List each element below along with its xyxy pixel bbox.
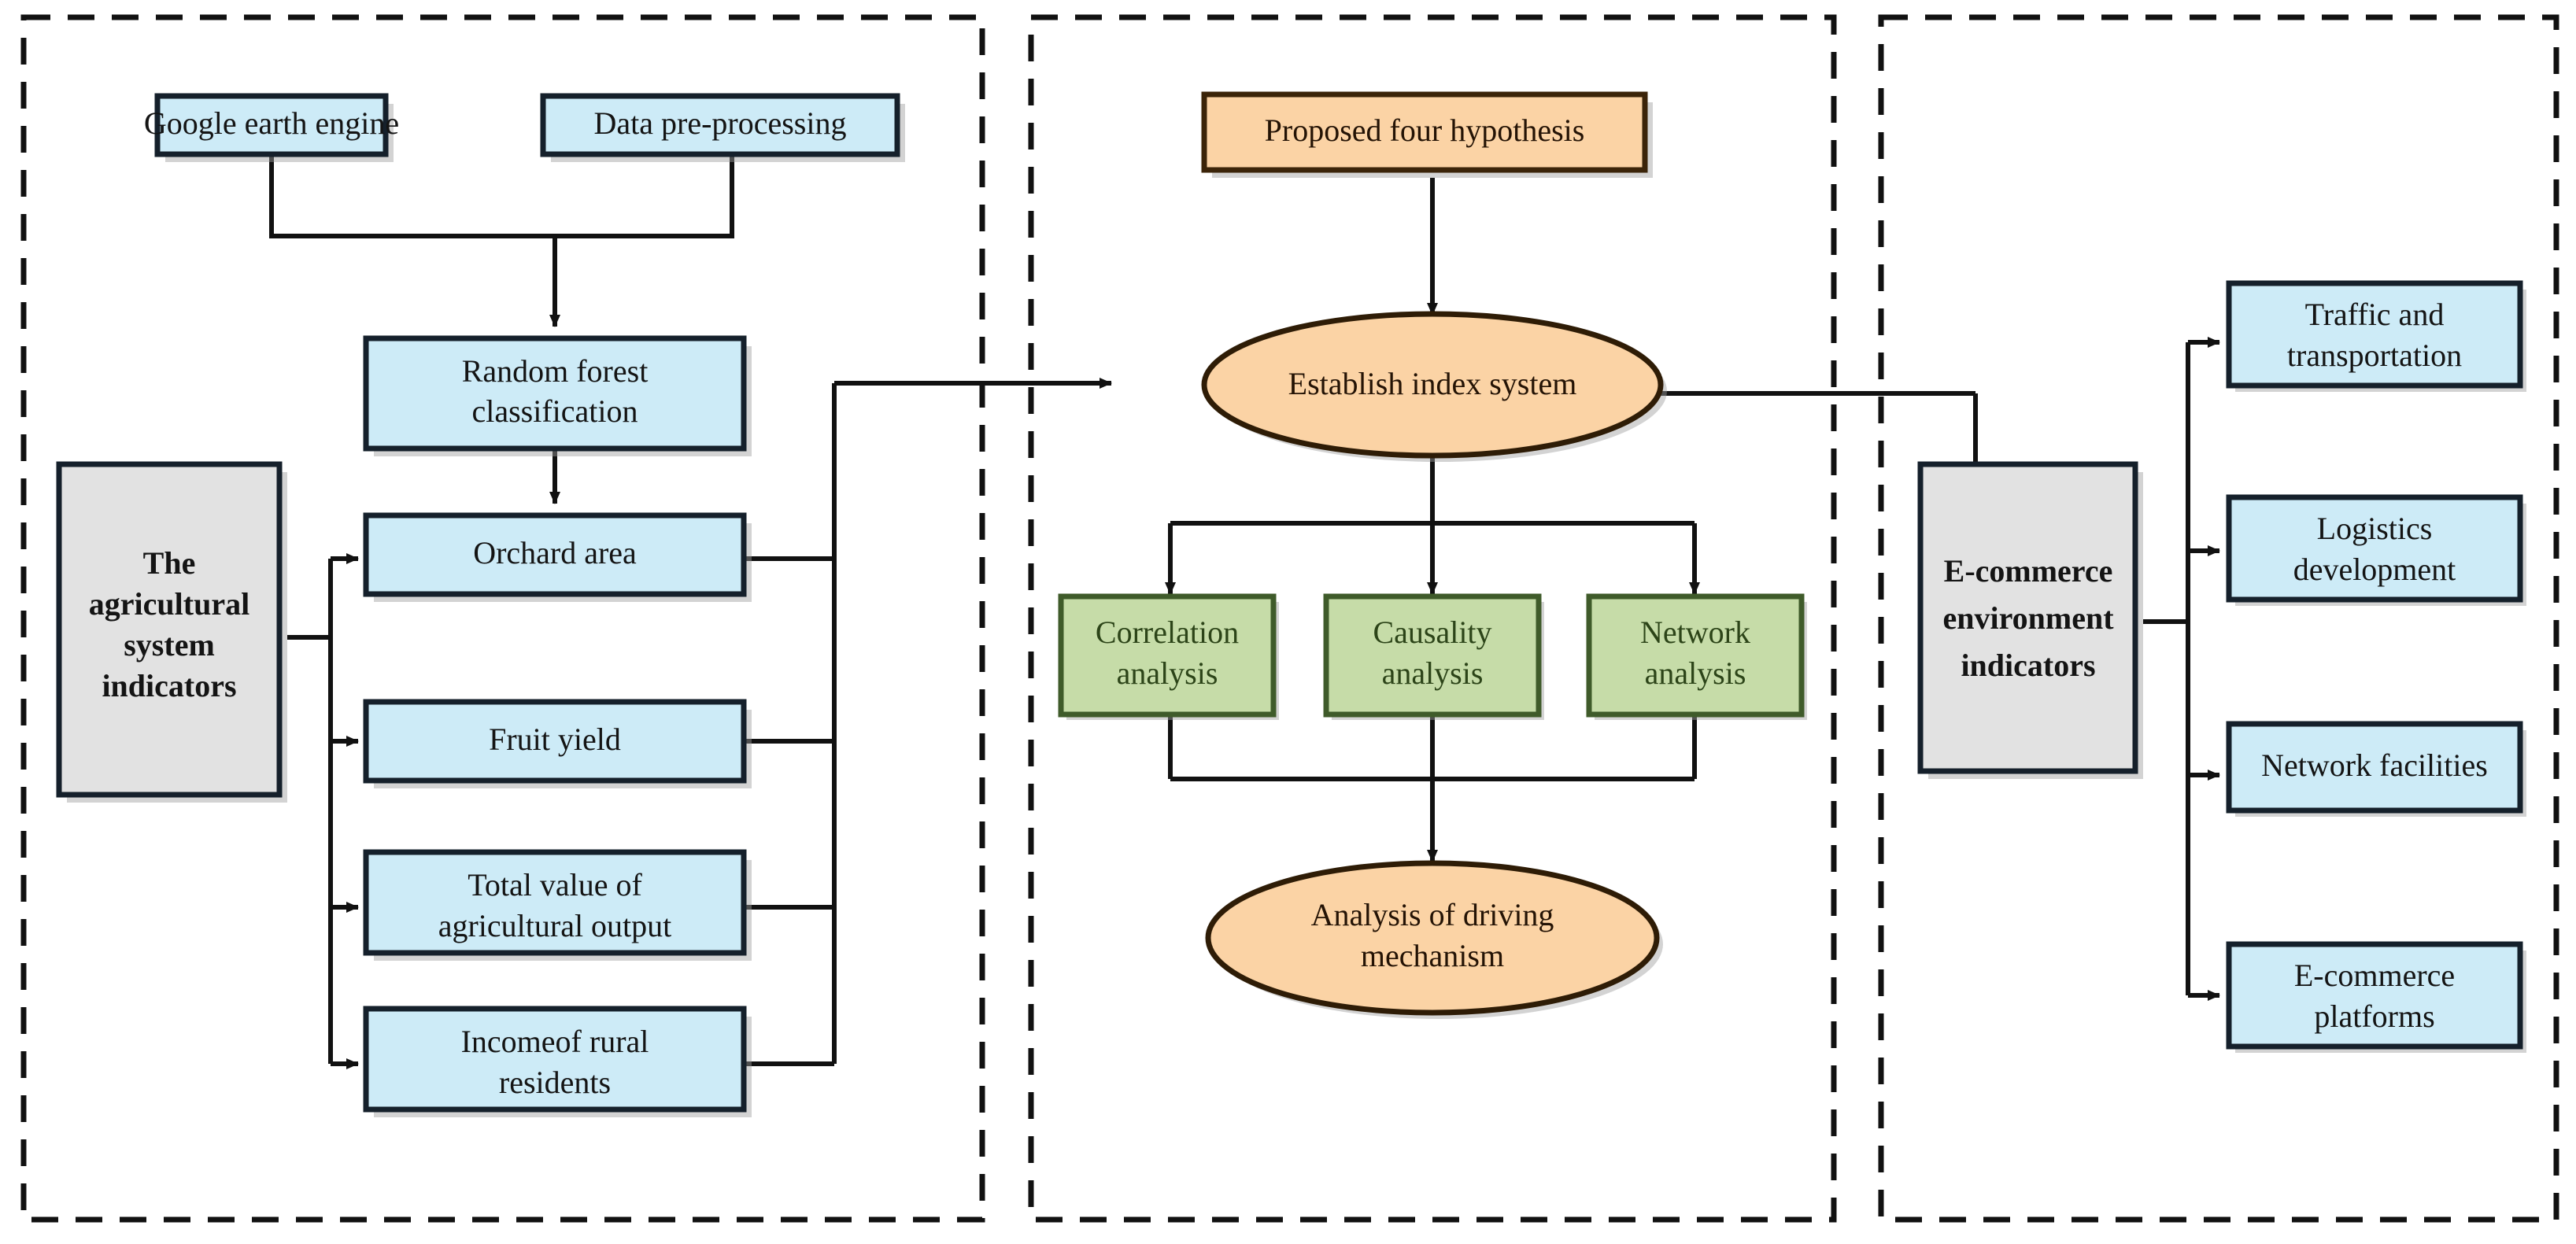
label-total-value-line1: Total value of bbox=[468, 867, 642, 903]
node-ecommerce-platforms[interactable] bbox=[2226, 941, 2523, 1050]
label-fruit-yield: Fruit yield bbox=[489, 722, 621, 757]
node-agricultural-system-indicators[interactable] bbox=[56, 461, 283, 798]
label-traffic-line1: Traffic and bbox=[2305, 297, 2445, 332]
label-orchard-area: Orchard area bbox=[473, 535, 637, 570]
node-analysis-of-driving-mechanism[interactable] bbox=[1205, 860, 1660, 1016]
label-traffic-line2: transportation bbox=[2287, 338, 2462, 373]
label-logistics-line2: development bbox=[2293, 552, 2456, 587]
label-driving-mechanism-line1: Analysis of driving bbox=[1311, 897, 1554, 932]
label-driving-mechanism-line2: mechanism bbox=[1361, 938, 1504, 973]
node-income-of-rural-residents[interactable] bbox=[363, 1006, 747, 1113]
label-agri-group-line4: indicators bbox=[102, 668, 236, 703]
label-random-forest-line2: classification bbox=[471, 393, 638, 429]
node-random-forest-classification[interactable] bbox=[363, 335, 747, 452]
node-total-value-agricultural-output[interactable] bbox=[363, 849, 747, 956]
node-ecommerce-environment-indicators[interactable] bbox=[1917, 461, 2138, 774]
label-agri-group-line2: agricultural bbox=[89, 586, 249, 622]
label-random-forest-line1: Random forest bbox=[462, 353, 649, 389]
panel-middle-border bbox=[1028, 14, 1837, 1223]
panel-right-border bbox=[1878, 14, 2559, 1223]
node-logistics-development[interactable] bbox=[2226, 494, 2523, 603]
label-establish-index-system: Establish index system bbox=[1288, 366, 1577, 401]
label-correlation-line1: Correlation bbox=[1096, 615, 1239, 650]
label-platforms-line2: platforms bbox=[2314, 999, 2434, 1034]
node-data-pre-processing[interactable] bbox=[540, 93, 900, 157]
label-total-value-line2: agricultural output bbox=[438, 908, 672, 943]
label-ecommerce-group-line1: E-commerce bbox=[1944, 553, 2113, 589]
node-causality-analysis[interactable] bbox=[1323, 593, 1542, 718]
label-logistics-line1: Logistics bbox=[2317, 511, 2433, 546]
label-correlation-line2: analysis bbox=[1117, 655, 1218, 691]
node-network-analysis[interactable] bbox=[1586, 593, 1805, 718]
node-network-facilities[interactable] bbox=[2226, 721, 2523, 814]
node-establish-index-system[interactable] bbox=[1201, 311, 1664, 459]
label-platforms-line1: E-commerce bbox=[2294, 958, 2455, 993]
label-agri-group-line1: The bbox=[143, 545, 196, 581]
label-network-line2: analysis bbox=[1645, 655, 1746, 691]
label-ecommerce-group-line2: environment bbox=[1942, 600, 2114, 636]
node-traffic-and-transportation[interactable] bbox=[2226, 280, 2523, 389]
label-network-line1: Network bbox=[1640, 615, 1750, 650]
label-ecommerce-group-line3: indicators bbox=[1961, 648, 2095, 683]
label-network-facilities: Network facilities bbox=[2261, 748, 2488, 783]
label-google-earth-engine: Google earth engine bbox=[144, 105, 399, 141]
label-causality-line1: Causality bbox=[1373, 615, 1491, 650]
panel-left-border bbox=[20, 14, 985, 1223]
label-income-rural-line1: Incomeof rural bbox=[461, 1024, 649, 1059]
label-proposed-four-hypothesis: Proposed four hypothesis bbox=[1265, 113, 1585, 148]
node-google-earth-engine[interactable] bbox=[154, 93, 389, 157]
label-data-pre-processing: Data pre-processing bbox=[594, 105, 847, 141]
conn-sources-to-randomforest bbox=[269, 154, 734, 238]
node-fruit-yield[interactable] bbox=[363, 699, 747, 784]
label-income-rural-line2: residents bbox=[499, 1065, 611, 1100]
node-orchard-area[interactable] bbox=[363, 512, 747, 597]
label-agri-group-line3: system bbox=[124, 627, 215, 663]
label-causality-line2: analysis bbox=[1382, 655, 1484, 691]
node-correlation-analysis[interactable] bbox=[1058, 593, 1277, 718]
node-proposed-four-hypothesis[interactable] bbox=[1201, 91, 1648, 173]
